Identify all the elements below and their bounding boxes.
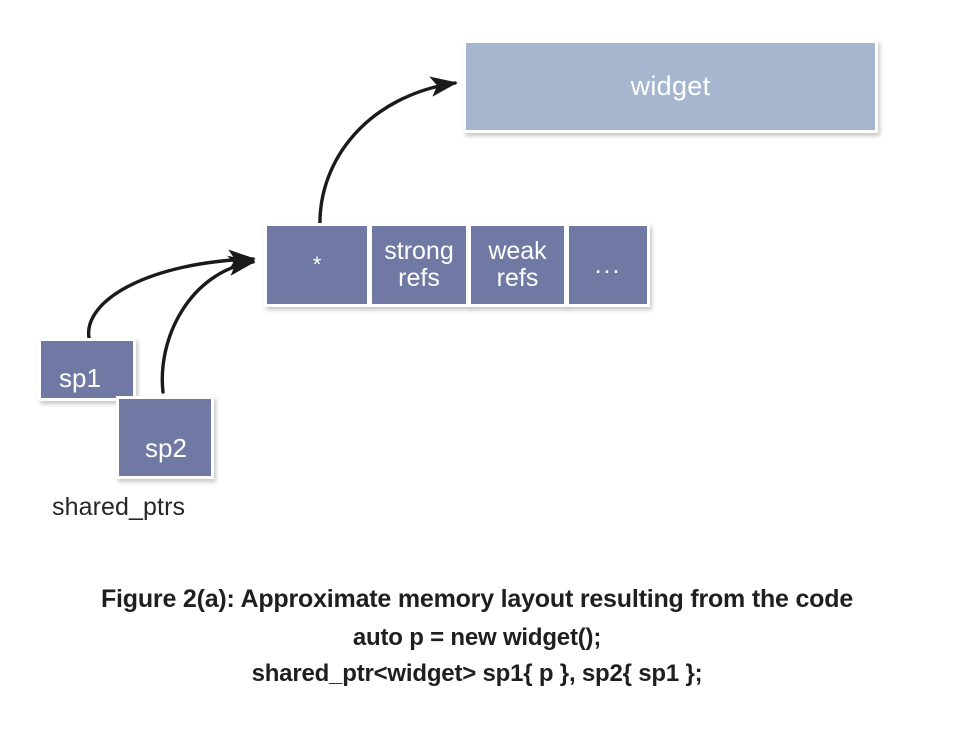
control-block-strong-refs-cell: strong refs [369, 223, 469, 307]
sp2-label: sp2 [145, 432, 187, 463]
widget-object-block: widget [463, 40, 878, 133]
arrow-sp1-to-control [87, 249, 256, 340]
control-block-more-cell: ... [566, 223, 650, 307]
more-cell-label: ... [594, 250, 622, 279]
figure-caption-code-line-1: auto p = new widget(); [352, 624, 602, 651]
control-block-weak-refs-cell: weak refs [468, 223, 567, 307]
sp1-label: sp1 [59, 362, 101, 393]
widget-label: widget [630, 70, 711, 101]
figure-caption-code-line-2: shared_ptr<widget> sp1{ p }, sp2{ sp1 }; [251, 660, 703, 687]
weak-refs-label-line2: refs [496, 264, 539, 292]
shared-ptr-box-sp2: sp2 [116, 396, 214, 479]
figure-caption-title: Figure 2(a): Approximate memory layout r… [100, 585, 854, 613]
strong-refs-label-line2: refs [398, 264, 440, 292]
shared-ptr-box-sp1: sp1 [38, 338, 136, 401]
shared-ptrs-group-label: shared_ptrs [52, 493, 186, 521]
arrow-control-to-widget [318, 76, 458, 229]
control-block-pointer-cell: * [264, 223, 370, 307]
arrow-sp2-to-control [160, 255, 256, 394]
pointer-cell-label: * [312, 252, 322, 278]
strong-refs-label-line1: strong [384, 237, 454, 265]
weak-refs-label-line1: weak [488, 237, 547, 265]
